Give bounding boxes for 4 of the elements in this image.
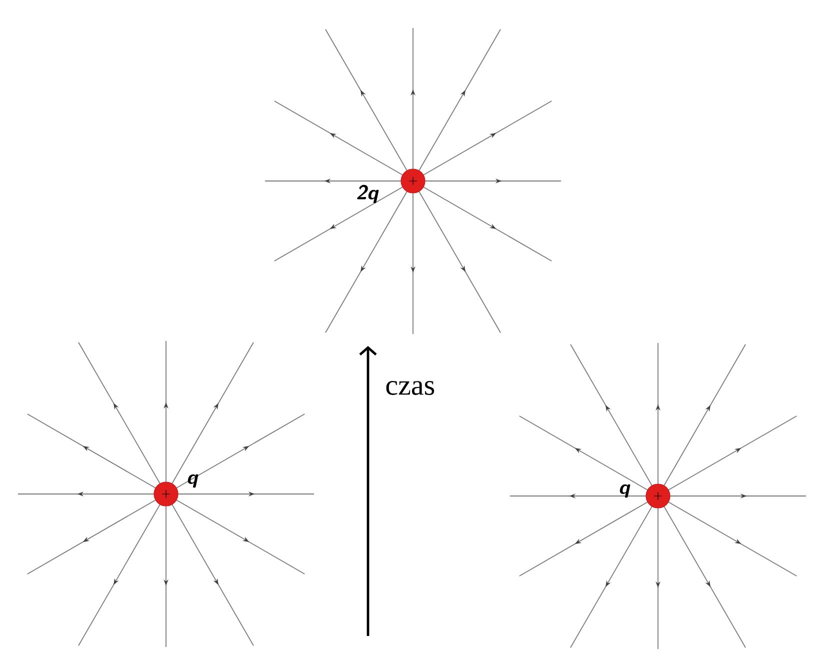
charge-label: q	[620, 484, 630, 498]
time-label: czas	[386, 381, 434, 395]
charge-label: q	[188, 474, 198, 488]
charge-label: 2q	[357, 184, 379, 204]
